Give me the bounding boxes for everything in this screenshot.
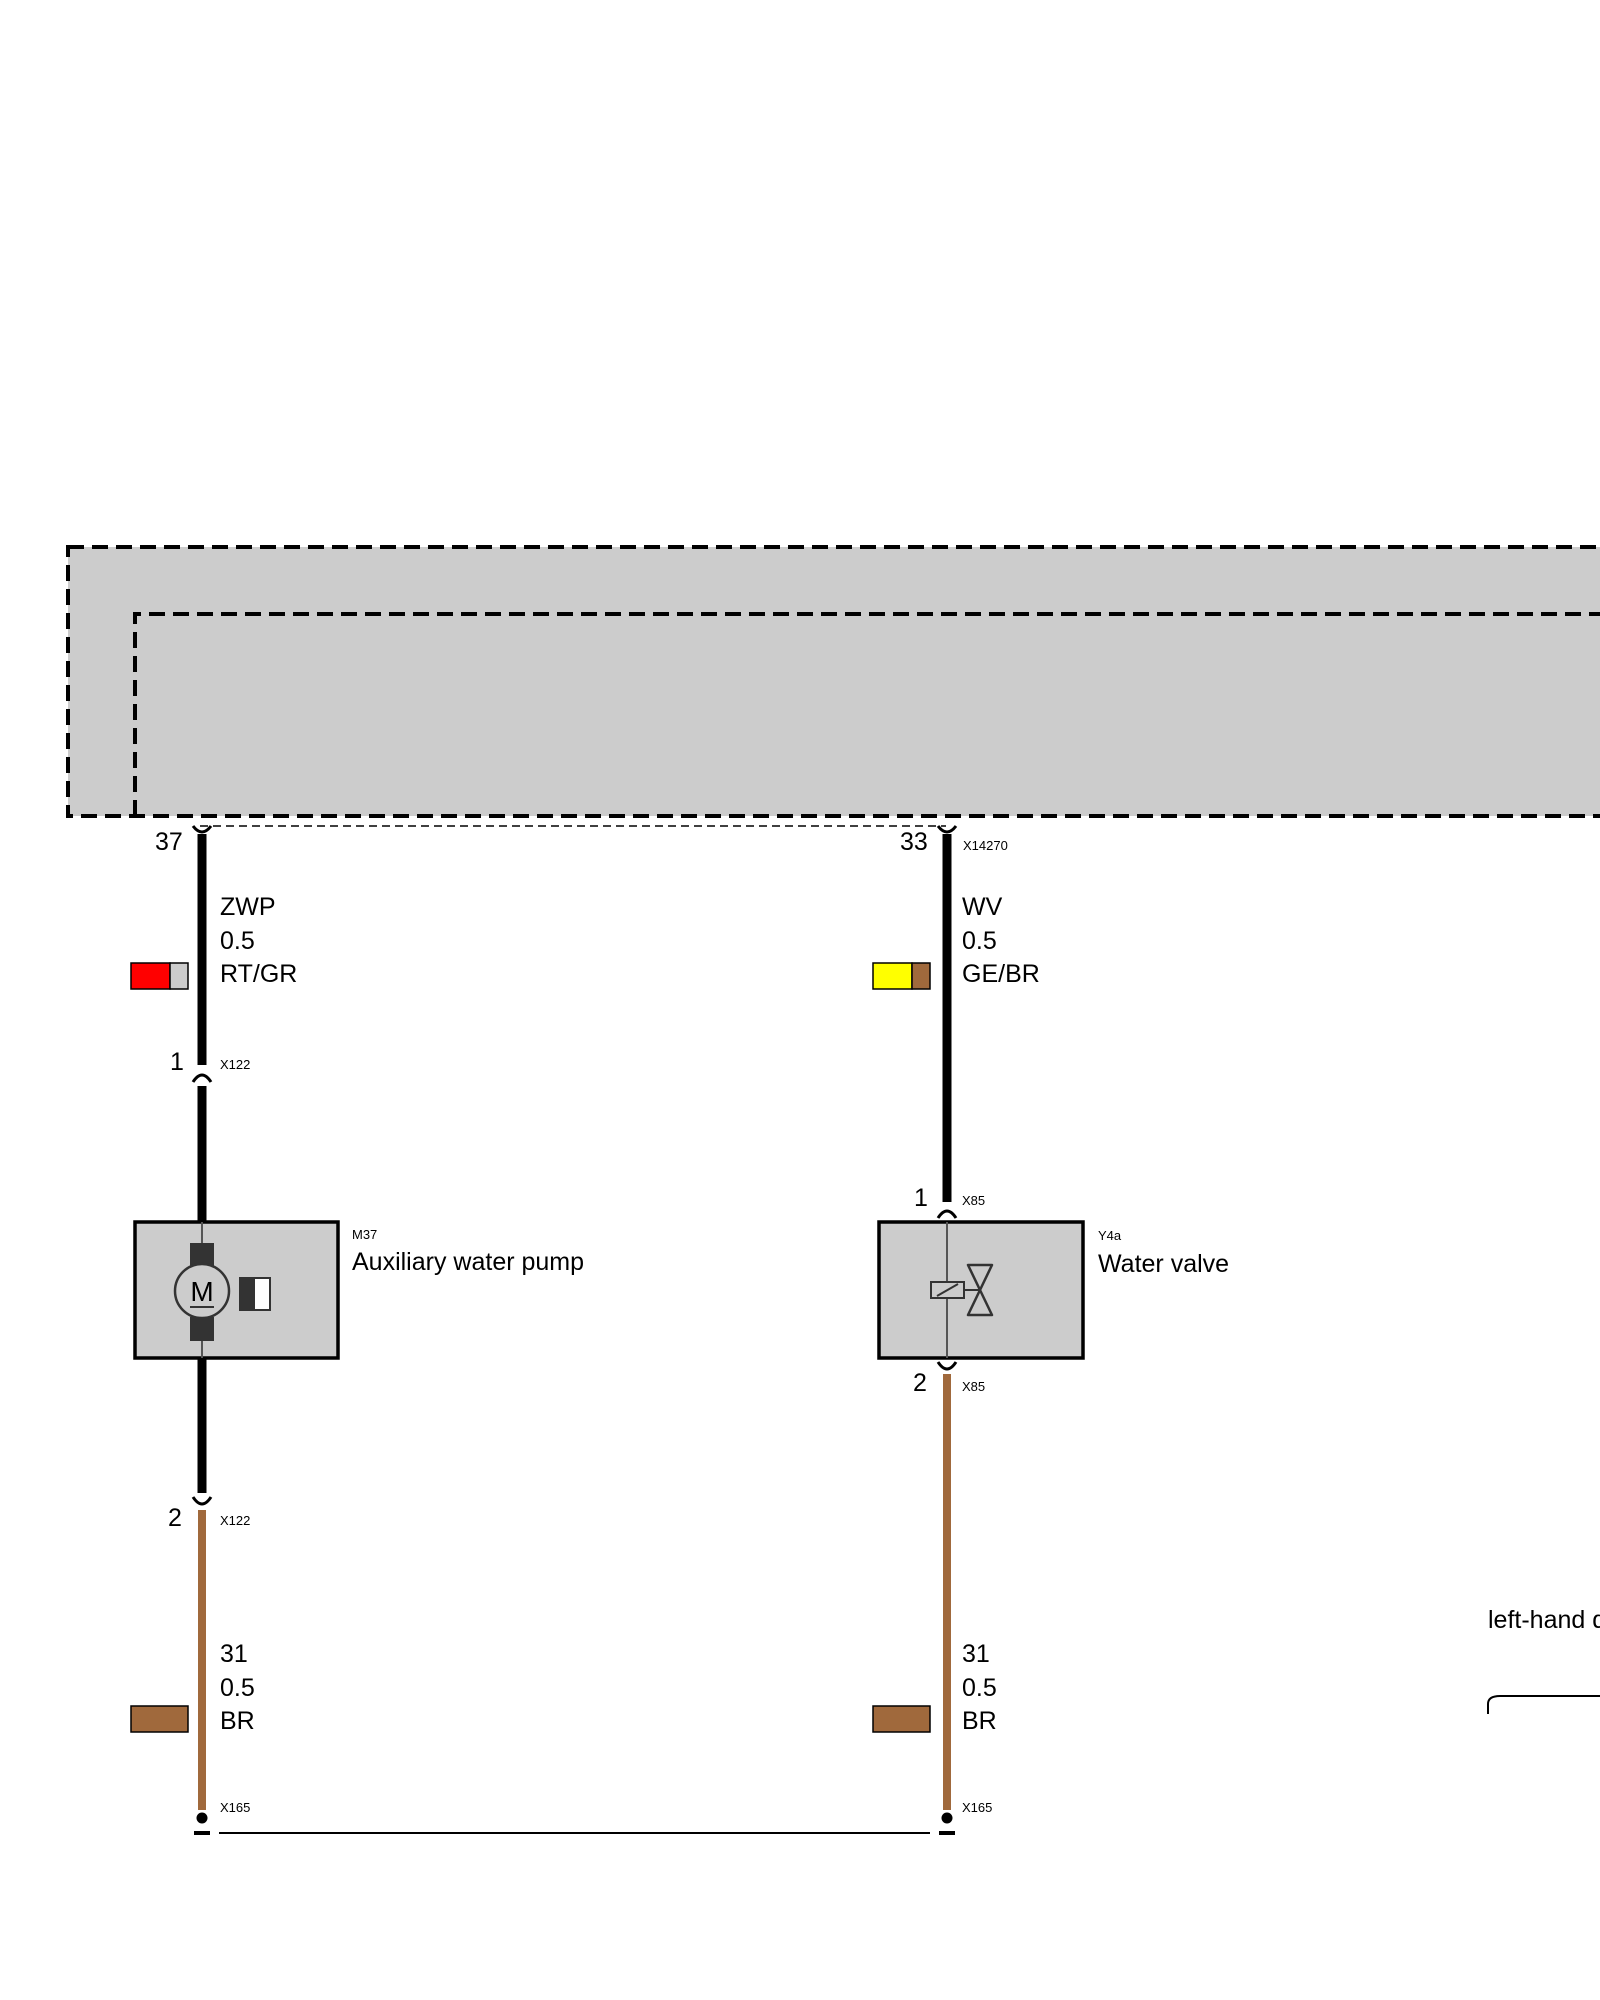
ground-right-color-swatch xyxy=(872,1705,931,1733)
wire-wv-gauge: 0.5 xyxy=(962,927,997,955)
wire-wv-signal: WV xyxy=(962,893,1003,921)
side-note: left-hand d xyxy=(1488,1606,1600,1634)
ground-left-node xyxy=(196,1812,208,1824)
ground-right-node xyxy=(941,1812,953,1824)
ground-left-gauge: 0.5 xyxy=(220,1674,255,1702)
module-pin-33: 33 xyxy=(900,828,928,856)
valve-pin-2: 2 xyxy=(913,1369,927,1397)
side-note-bracket xyxy=(1487,1695,1600,1714)
motor-letter: M xyxy=(190,1276,213,1307)
ground-right-color-code: BR xyxy=(962,1707,997,1735)
pump-name: Auxiliary water pump xyxy=(352,1248,584,1276)
wire-zwp-gauge: 0.5 xyxy=(220,927,255,955)
ground-left-connector: X165 xyxy=(220,1800,250,1815)
ground-right-gauge: 0.5 xyxy=(962,1674,997,1702)
wire-wv xyxy=(936,825,958,1219)
wire-zwp-color-swatch xyxy=(130,962,189,990)
ground-right-signal: 31 xyxy=(962,1640,990,1668)
ground-left-color-code: BR xyxy=(220,1707,255,1735)
control-module xyxy=(66,545,1600,827)
valve-ref: Y4a xyxy=(1098,1228,1122,1243)
valve-pin-2-terminal xyxy=(936,1361,958,1371)
pump-pin-2-terminal xyxy=(191,1496,213,1506)
ground-left-signal: 31 xyxy=(220,1640,248,1668)
pump-pin-2: 2 xyxy=(168,1504,182,1532)
wire-wv-color-swatch xyxy=(872,962,931,990)
auxiliary-water-pump: M xyxy=(133,1220,340,1360)
valve-pin-1-connector: X85 xyxy=(962,1193,985,1208)
motor-icon: M xyxy=(173,1222,271,1358)
wire-zwp-signal: ZWP xyxy=(220,893,276,921)
ground-right-connector: X165 xyxy=(962,1800,992,1815)
valve-name: Water valve xyxy=(1098,1250,1229,1278)
valve-pin-2-connector: X85 xyxy=(962,1379,985,1394)
pump-ref: M37 xyxy=(352,1227,377,1242)
pump-pin-1-connector: X122 xyxy=(220,1057,250,1072)
ground-left-color-swatch xyxy=(130,1705,189,1733)
solenoid-valve-icon xyxy=(930,1222,994,1358)
pump-pin-2-connector: X122 xyxy=(220,1513,250,1528)
wire-wv-color-code: GE/BR xyxy=(962,960,1040,988)
wire-zwp xyxy=(191,825,213,1222)
module-connector-label: X14270 xyxy=(963,838,1008,853)
wire-zwp-color-code: RT/GR xyxy=(220,960,297,988)
pump-pin-1: 1 xyxy=(170,1048,184,1076)
water-valve xyxy=(877,1220,1085,1360)
valve-pin-1: 1 xyxy=(914,1184,928,1212)
module-pin-37: 37 xyxy=(155,828,183,856)
